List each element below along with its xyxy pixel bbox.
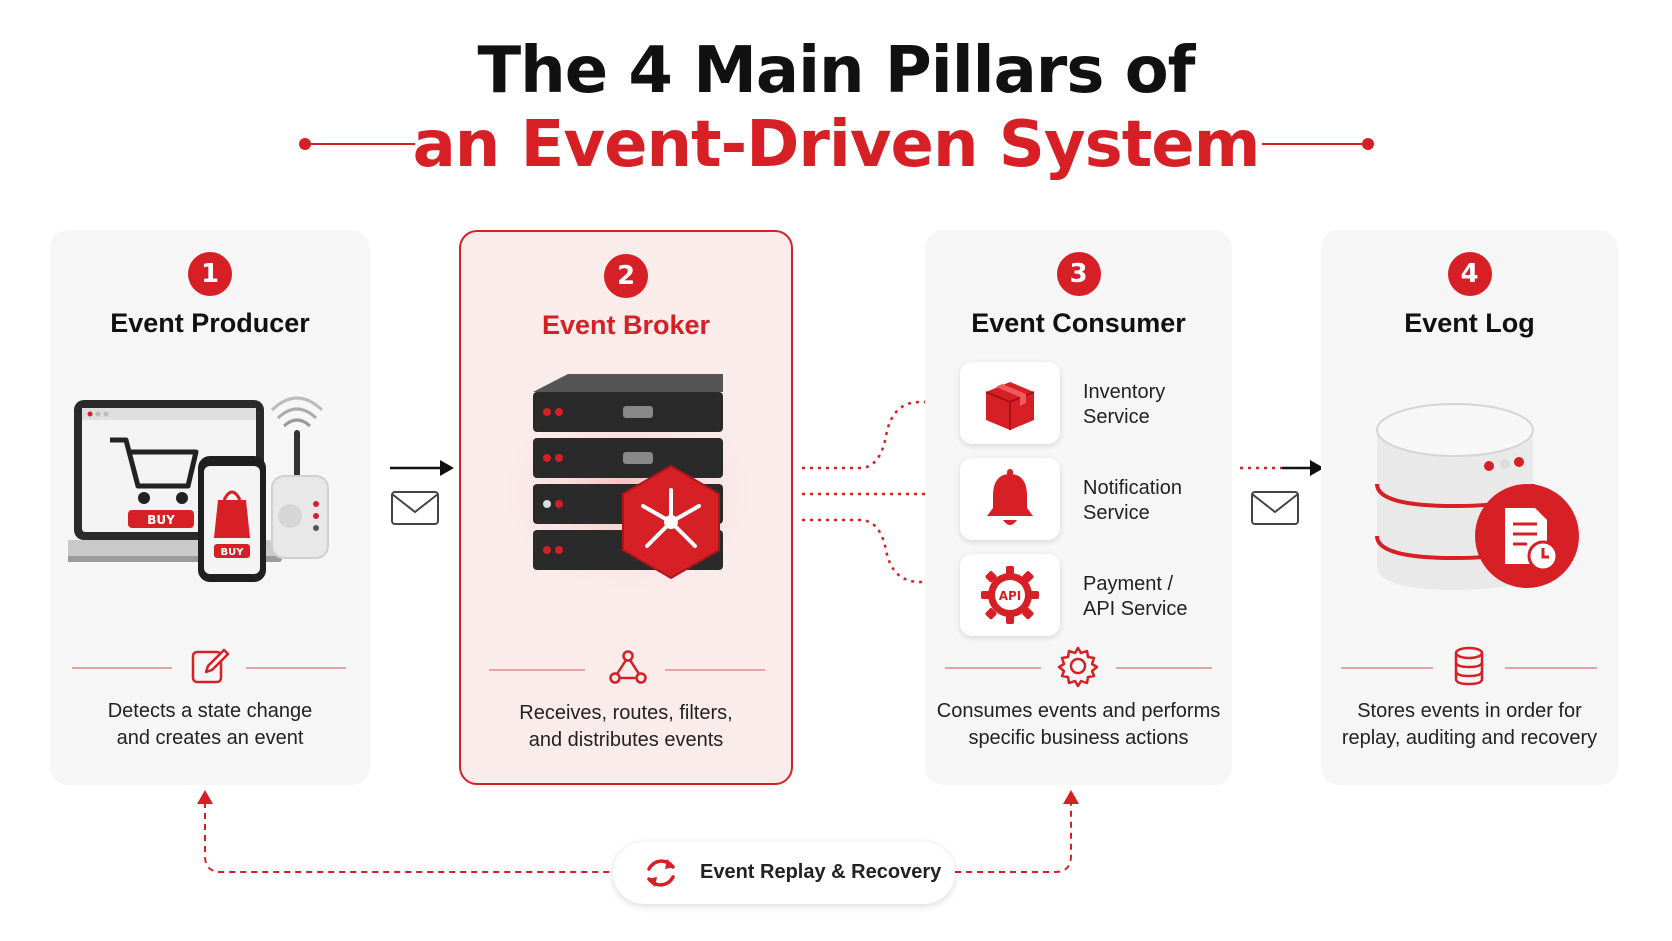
service-notification-label: Notification Service [1083, 476, 1182, 526]
service-label-line-1: Notification [1083, 477, 1182, 499]
title-line-1: The 4 Main Pillars of [477, 34, 1195, 108]
pillar-number: 4 [1447, 252, 1492, 296]
service-label-line-2: API Service [1083, 598, 1188, 620]
pillar-event-producer: 1 Event Producer BUY BUY [50, 230, 370, 785]
phone-buy-button: BUY [221, 547, 245, 558]
separator-left [489, 669, 585, 671]
service-label-line-1: Payment / [1083, 573, 1174, 595]
service-inventory [960, 362, 1060, 444]
envelope-icon [391, 491, 439, 525]
refresh-icon [647, 859, 675, 887]
envelope-icon [1251, 491, 1299, 525]
api-badge: API [999, 589, 1022, 603]
pillar-event-log: 4 Event Log Stores events in order for r… [1321, 230, 1618, 785]
api-gear-icon: API [981, 566, 1039, 624]
service-label-line-1: Inventory [1083, 381, 1166, 403]
pillar-event-broker: 2 Event Broker [459, 230, 793, 785]
description-line-1: Receives, routes, filters, [519, 702, 733, 724]
iot-sensor-icon [270, 396, 329, 559]
pillar-description: Stores events in order for replay, audit… [1331, 698, 1608, 752]
replay-label: Event Replay & Recovery [700, 861, 942, 883]
separator-right [246, 667, 346, 669]
separator-right [1505, 667, 1597, 669]
replay-loop-connector [197, 790, 1079, 873]
database-illustration [1375, 403, 1579, 590]
description-line-2: and creates an event [116, 727, 304, 749]
network-icon [609, 650, 647, 684]
service-payment-api: API [960, 554, 1060, 636]
edit-icon [191, 648, 230, 684]
pillar-title: Event Producer [110, 308, 310, 338]
service-inventory-label: Inventory Service [1083, 380, 1165, 430]
bell-icon [987, 469, 1033, 525]
description-line-1: Stores events in order for [1357, 700, 1582, 722]
hub-icon [622, 464, 720, 580]
description-line-1: Detects a state change [107, 700, 313, 722]
description-line-2: and distributes events [528, 729, 724, 751]
service-notification [960, 458, 1060, 540]
description-line-1: Consumes events and performs [936, 700, 1221, 722]
description-line-2: specific business actions [968, 727, 1189, 749]
pillar-description: Consumes events and performs specific bu… [935, 698, 1222, 752]
service-label-line-2: Service [1083, 502, 1150, 524]
title-line-2: an Event-Driven System [412, 108, 1261, 182]
laptop-buy-button: BUY [147, 513, 175, 527]
service-label-line-2: Service [1083, 406, 1150, 428]
log-document-icon [1475, 484, 1579, 588]
separator-right [1116, 667, 1212, 669]
gear-icon [1057, 646, 1099, 688]
package-icon [985, 382, 1035, 430]
shopping-cart-icon [110, 437, 199, 504]
pillar-title: Event Consumer [971, 308, 1186, 338]
service-payment-label: Payment / API Service [1083, 572, 1187, 622]
producer-to-broker-arrow [390, 460, 454, 525]
pillar-number: 2 [604, 254, 648, 298]
database-icon [1454, 646, 1484, 686]
pillar-event-consumer: 3 Event Consumer Inventory Service Notif… [925, 230, 1232, 785]
producer-devices-illustration: BUY BUY [68, 396, 329, 582]
separator-left [72, 667, 172, 669]
pillar-number: 1 [188, 252, 232, 296]
server-stack-illustration [483, 374, 773, 607]
title-right-dot [1362, 138, 1374, 150]
pillar-description: Receives, routes, filters, and distribut… [471, 700, 781, 754]
separator-left [1341, 667, 1433, 669]
smartphone-icon [198, 456, 266, 582]
description-line-2: replay, auditing and recovery [1341, 727, 1598, 749]
pillar-title: Event Log [1404, 308, 1535, 338]
title-right-line [1262, 143, 1372, 145]
pillar-number: 3 [1056, 252, 1101, 296]
separator-right [665, 669, 765, 671]
title-left-line [305, 143, 415, 145]
separator-left [945, 667, 1041, 669]
consumer-to-log-arrow [1240, 460, 1324, 525]
pillar-description: Detects a state change and creates an ev… [60, 698, 360, 752]
pillar-title: Event Broker [541, 310, 711, 340]
event-replay-recovery: Event Replay & Recovery [613, 842, 955, 904]
